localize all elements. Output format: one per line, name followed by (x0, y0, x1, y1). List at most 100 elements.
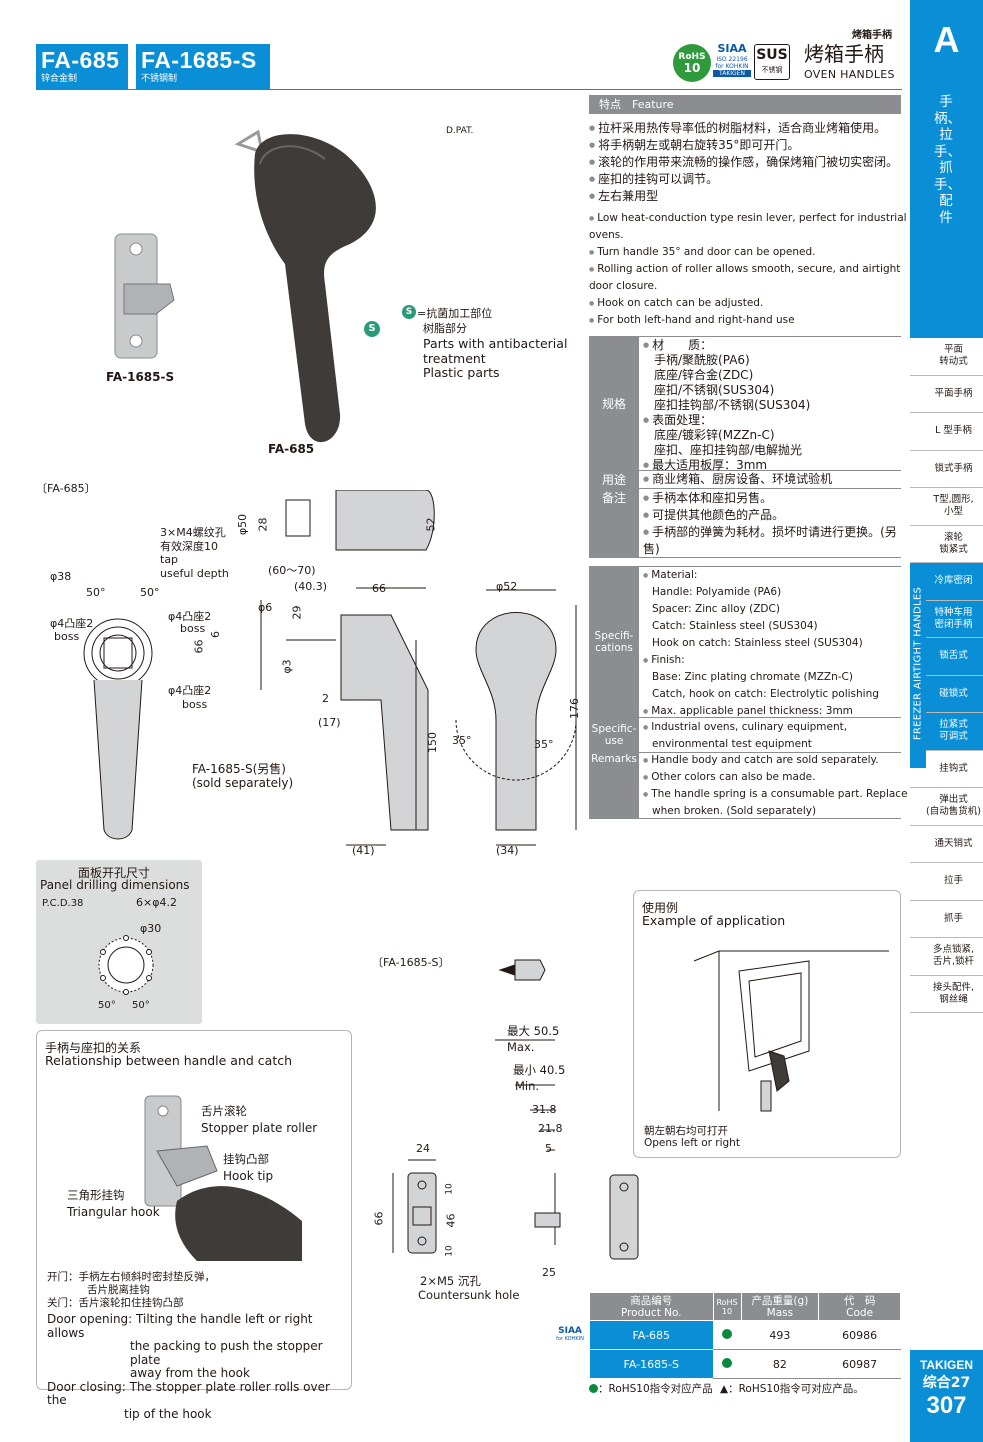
feature-item: 滚轮的作用带来流畅的操作感，确保烤箱门被切实密闭。 (589, 154, 909, 171)
dim-label: boss (180, 622, 206, 635)
dim-label: boss (182, 698, 208, 711)
application-illustration (693, 950, 889, 1112)
sidebar-item[interactable]: 通天销式 (910, 826, 983, 863)
feature-item: Low heat-conduction type resin lever, pe… (589, 210, 909, 244)
catch-photo (114, 233, 175, 359)
cell-code: 60986 (818, 1320, 901, 1350)
category-small: 烤箱手柄 (852, 30, 892, 41)
siaa-badge: SIAA ISO 22196 for KOHKIN TAKIGEN (713, 42, 751, 82)
dim-label: 5 (545, 1142, 552, 1155)
header-rule (36, 89, 902, 90)
dim-label: (41) (352, 844, 375, 857)
section-label: 综合27 (922, 1375, 971, 1391)
feature-item: Turn handle 35° and door can be opened. (589, 244, 909, 261)
feature-item: Hook on catch can be adjusted. (589, 295, 909, 312)
triangular-hook-label-cn: 三角形挂钩 (67, 1188, 125, 1202)
min-label-en: Min. (515, 1079, 540, 1093)
antibacterial-text-cn: =抗菌加工部位 (417, 307, 493, 320)
feature-item: Rolling action of roller allows smooth, … (589, 261, 909, 295)
dim-label: (17) (318, 716, 341, 729)
hole-label-cn: 2×M5 沉孔 (420, 1274, 481, 1288)
remarks-list-en: Handle body and catch are sold separatel… (643, 752, 907, 820)
dim-label: 10 (444, 1183, 455, 1195)
sidebar-item[interactable]: 平面 转动式 (910, 338, 983, 376)
th-mass: 产品重量(g)Mass (740, 1292, 820, 1321)
sidebar-item[interactable]: 锁式手柄 (910, 451, 983, 488)
dim-label: 35° (534, 738, 554, 751)
siaa-mark-table: SIAA for KOHKIN (556, 1326, 584, 1342)
page-title-en: OVEN HANDLES (804, 68, 895, 81)
antibacterial-mark: S (402, 305, 416, 319)
spec-list-en: Material: Handle: Polyamide (PA6) Spacer… (643, 567, 879, 720)
hook-tip-label-cn: 挂钩凸部 (223, 1152, 269, 1166)
table-row: FA-685 493 60986 (589, 1320, 901, 1350)
dim-label: 50° (140, 586, 160, 599)
remarks-label-en: Remarks (589, 753, 639, 818)
dim-label: 66 (372, 582, 386, 595)
angle-label: 50° (132, 1000, 150, 1011)
roller-label-en: Stopper plate roller (201, 1121, 318, 1135)
cell-product: FA-1685-S (589, 1349, 714, 1379)
dim-label: 31.8 (532, 1103, 557, 1116)
sidebar-item[interactable]: 滚轮 锁紧式 (910, 526, 983, 563)
relationship-notes-en: Door opening: Tilting the handle left or… (47, 1312, 330, 1421)
relationship-title-en: Relationship between handle and catch (45, 1053, 293, 1068)
sidebar-item[interactable]: 多点锁紧, 舌片,锁杆 (910, 938, 983, 976)
sidebar-item[interactable]: L 型手柄 (910, 413, 983, 451)
photo-label-catch: FA-1685-S (106, 370, 175, 384)
cell-code: 60987 (818, 1349, 901, 1379)
dim-label: φ4凸座2 (168, 684, 212, 697)
application-caption-en: Opens left or right (644, 1137, 740, 1149)
page-footer-tab: TAKIGEN 综合27 307 (910, 1350, 983, 1442)
sidebar-section-label: 手柄、拉手、抓手、配件 (934, 94, 961, 226)
dim-label: 66 (372, 1211, 386, 1226)
sidebar-vertical-label: FREEZER AIRTIGHT HANDLES (910, 568, 926, 768)
dim-label: φ38 (50, 570, 72, 583)
relationship-title-cn: 手柄与座扣的关系 (45, 1041, 142, 1055)
feature-list-en: Low heat-conduction type resin lever, pe… (589, 210, 909, 329)
drawing-title-catch: 〔FA-1685-S〕 (372, 956, 450, 969)
max-label-cn: 最大 50.5 (507, 1024, 560, 1038)
application-title-en: Example of application (642, 913, 786, 928)
sold-separately-en: (sold separately) (192, 776, 294, 790)
sidebar-item[interactable]: 平面手柄 (910, 376, 983, 413)
spec-label: 规格 (589, 337, 639, 470)
rohs-dot-icon (589, 1384, 598, 1393)
dim-label: boss (54, 630, 80, 643)
antibacterial-text-en: Parts with antibacterial treatment Plast… (423, 336, 568, 380)
sidebar-item[interactable]: 接头配件, 钢丝绳 (910, 976, 983, 1013)
dim-label: 176 (568, 698, 581, 719)
drawing-catch (392, 959, 639, 1260)
use-label: 用途 (589, 471, 639, 488)
panel-hole-diagram (98, 935, 154, 995)
max-label-en: Max. (507, 1040, 535, 1054)
dim-label: 25 (542, 1266, 556, 1279)
dim-label: (60〜70) (268, 564, 316, 577)
cell-mass: 493 (741, 1320, 819, 1350)
tap-label-cn-2: 有效深度10 (160, 540, 218, 553)
relationship-photo (144, 1095, 302, 1261)
use-label-en: Specific- use (589, 718, 639, 752)
drawing-fa685 (83, 490, 577, 846)
dim-label: 29 (290, 605, 304, 620)
sidebar-item[interactable]: 挂钩式 (910, 751, 983, 788)
dim-label: φ50 (236, 513, 250, 536)
dim-label: 46 (444, 1213, 458, 1228)
page-title-cn: 烤箱手柄 (804, 42, 884, 66)
sidebar-item[interactable]: T型,圆形, 小型 (910, 488, 983, 526)
dim-label: φ6 (258, 601, 273, 614)
relationship-notes-cn: 开门：手柄左右倾斜时密封垫反弹， 舌片脱离挂钩 关门：舌片滚轮扣住挂钩凸部 (47, 1271, 215, 1309)
sidebar-item[interactable]: 弹出式 (自动售货机) (910, 788, 983, 826)
product-code: FA-1685-S (141, 47, 257, 73)
rohs-badge: RoHS 10 (673, 44, 711, 82)
sidebar-item[interactable]: 抓手 (910, 901, 983, 938)
application-title-cn: 使用例 (642, 901, 679, 915)
sidebar-item[interactable]: 拉手 (910, 863, 983, 901)
remarks-list-cn: 手柄本体和座扣另售。 可提供其他颜色的产品。 手柄部的弹簧为耗材。损坏时请进行更… (643, 490, 903, 558)
antibacterial-text-cn-2: 树脂部分 (423, 322, 467, 335)
sus-badge: SUS 不锈钢 (754, 44, 790, 80)
holes-label: 6×φ4.2 (136, 896, 177, 909)
